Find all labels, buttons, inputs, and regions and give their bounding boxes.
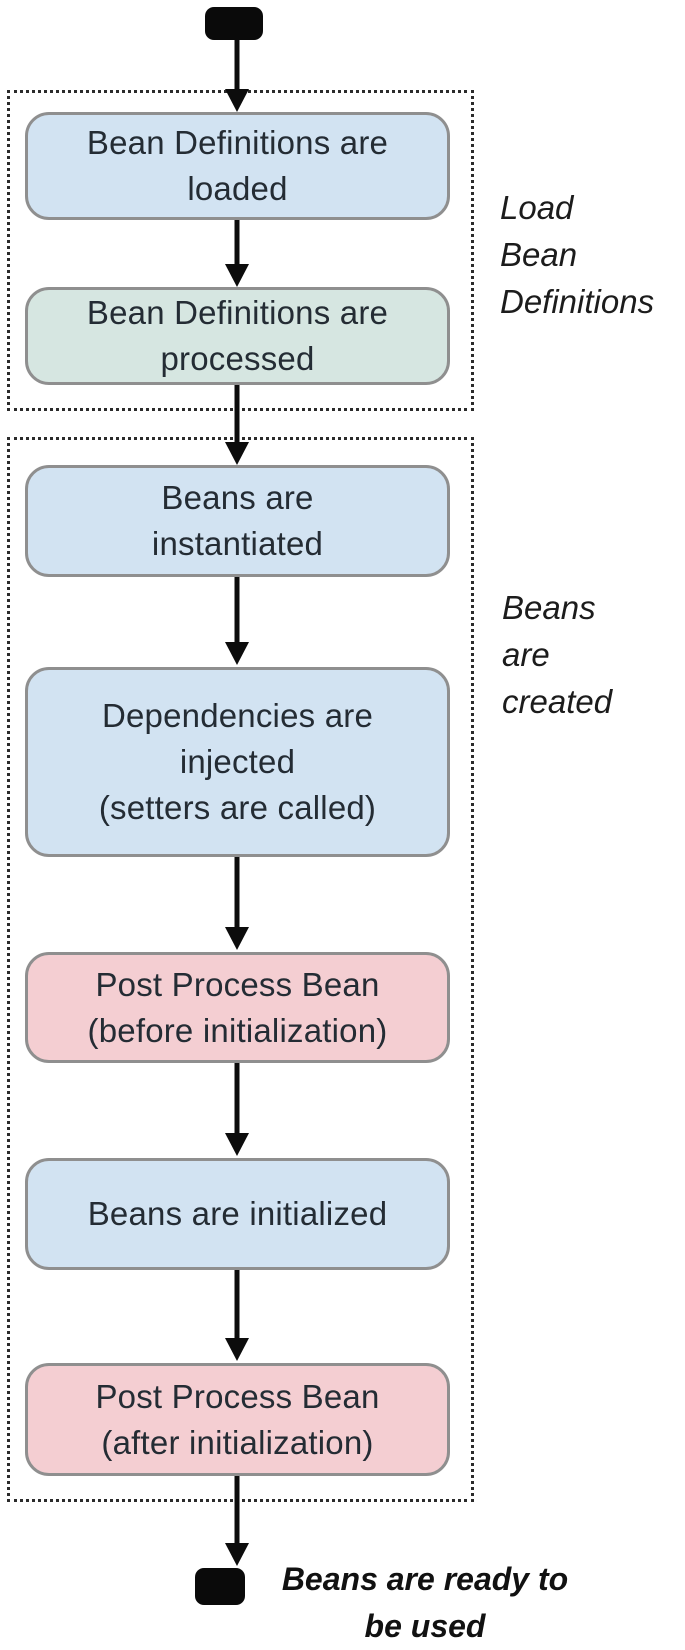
arrowhead-icon [225,1543,249,1566]
end-label-beans-ready-to-be-used: Beans are ready to be used [281,1561,569,1644]
arrowhead-icon [225,927,249,950]
arrowhead-icon [225,264,249,287]
arrowhead-icon [225,442,249,465]
arrow-shaft [234,1063,240,1136]
flow-arrow-loaded-to-processed [224,220,250,287]
arrowhead-icon [225,89,249,112]
arrow-shaft [234,857,240,930]
step-post-process-before-init: Post Process Bean (before initialization… [25,952,450,1063]
flow-arrow-postprocess-before-to-initialized [224,1063,250,1156]
group-label-beans-are-created: Beans are created [502,589,613,720]
step-post-process-after-init: Post Process Bean (after initialization) [25,1363,450,1476]
flow-arrow-start-to-loaded [224,40,250,112]
arrow-shaft [234,220,240,267]
group-label-load-bean-definitions: Load Bean Definitions [500,189,655,320]
arrowhead-icon [225,642,249,665]
flow-arrow-instantiated-to-injected [224,577,250,665]
flow-arrow-injected-to-postprocess-before [224,857,250,950]
flow-arrow-processed-to-instantiated [224,385,250,465]
arrow-shaft [234,1476,240,1546]
arrowhead-icon [225,1338,249,1361]
step-bean-definitions-processed: Bean Definitions are processed [25,287,450,385]
flow-arrow-initialized-to-postprocess-after [224,1270,250,1361]
flow-arrow-postprocess-after-to-end [224,1476,250,1566]
step-dependencies-injected: Dependencies are injected (setters are c… [25,667,450,857]
arrow-shaft [234,1270,240,1341]
group-beans-are-created [7,437,474,1502]
step-bean-definitions-loaded: Bean Definitions are loaded [25,112,450,220]
arrow-shaft [234,40,240,92]
arrow-shaft [234,577,240,645]
step-beans-initialized: Beans are initialized [25,1158,450,1270]
arrow-shaft [234,385,240,445]
arrowhead-icon [225,1133,249,1156]
start-terminator-node [205,7,263,40]
step-beans-instantiated: Beans are instantiated [25,465,450,577]
end-terminator-node [195,1568,245,1605]
